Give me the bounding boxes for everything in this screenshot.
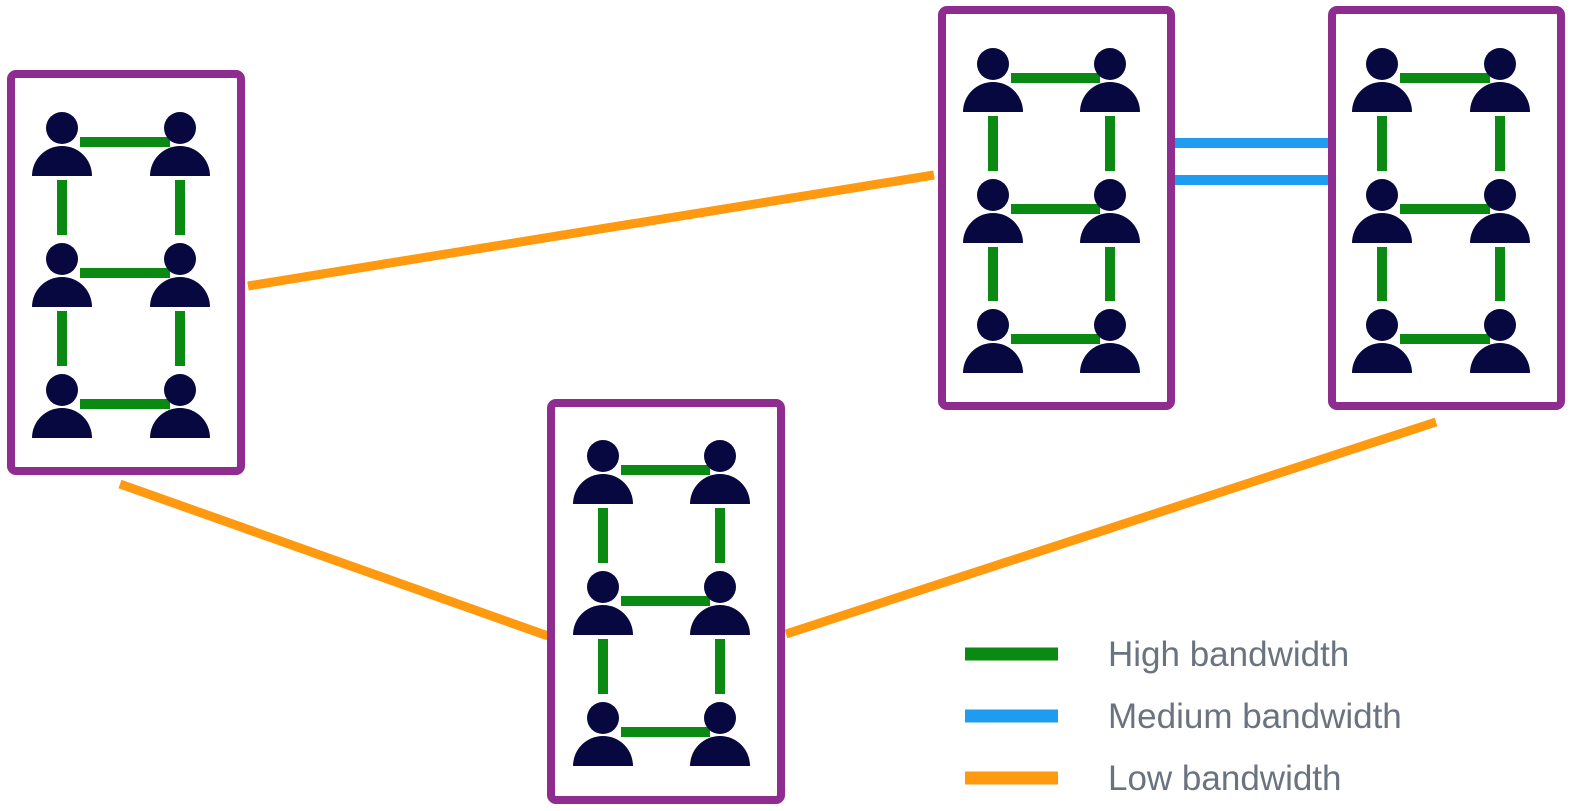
person-icon [1352, 179, 1412, 243]
link-group-a-group-d-low [118, 479, 550, 641]
legend-label-medium: Medium bandwidth [1108, 697, 1402, 736]
group-c [1328, 6, 1565, 410]
person-icon [1080, 179, 1140, 243]
person-icon [1470, 179, 1530, 243]
legend-label-low: Low bandwidth [1108, 759, 1342, 798]
person-icon [32, 374, 92, 438]
inter-group-links [118, 138, 1438, 641]
person-icon [1352, 48, 1412, 112]
person-icon [690, 440, 750, 504]
person-icon [573, 702, 633, 766]
legend-label-high: High bandwidth [1108, 635, 1349, 674]
person-icon [150, 374, 210, 438]
legend: High bandwidth Medium bandwidth Low band… [965, 635, 1402, 798]
person-icon [150, 243, 210, 307]
group-d [547, 399, 785, 804]
person-icon [32, 243, 92, 307]
person-icon [963, 48, 1023, 112]
person-icon [32, 112, 92, 176]
person-icon [690, 702, 750, 766]
person-icon [1080, 48, 1140, 112]
link-group-d-group-c-low [784, 417, 1438, 639]
person-icon [1470, 309, 1530, 373]
link-group-a-group-b-low [247, 170, 935, 291]
groups [7, 6, 1565, 804]
person-icon [1080, 309, 1140, 373]
group-a [7, 70, 245, 475]
person-icon [963, 309, 1023, 373]
person-icon [690, 571, 750, 635]
person-icon [150, 112, 210, 176]
person-icon [573, 440, 633, 504]
group-b [938, 6, 1175, 410]
person-icon [1352, 309, 1412, 373]
person-icon [1470, 48, 1530, 112]
person-icon [963, 179, 1023, 243]
person-icon [573, 571, 633, 635]
